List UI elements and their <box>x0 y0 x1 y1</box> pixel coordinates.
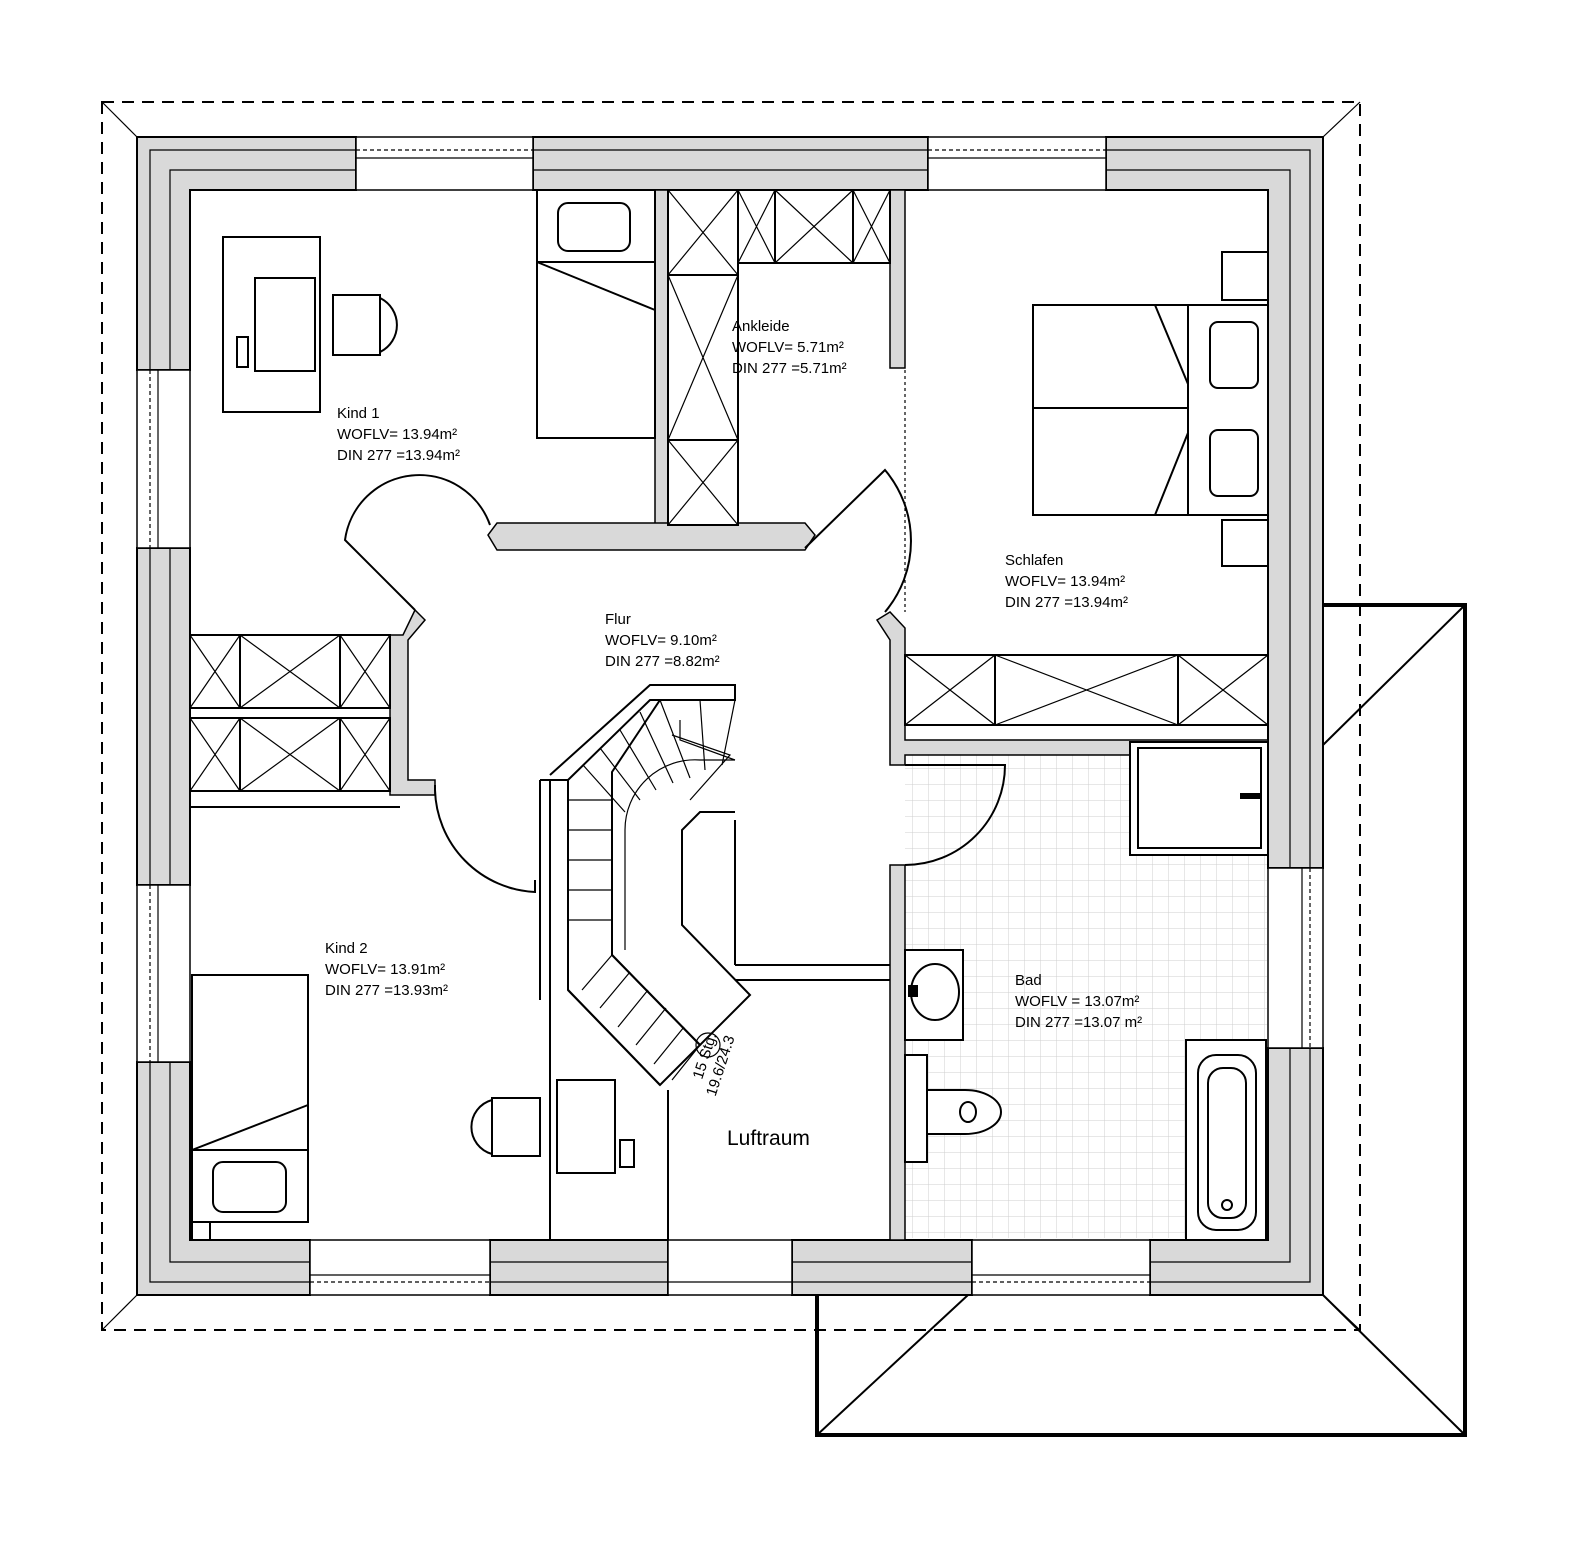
room-name: Schlafen <box>1005 552 1063 569</box>
room-wofl: WOFLV = 13.07m² <box>1015 993 1139 1010</box>
room-label-kind2: Kind 2 WOFLV= 13.91m² DIN 277 =13.93m² <box>325 940 448 999</box>
room-label-schlafen: Schlafen WOFLV= 13.94m² DIN 277 =13.94m² <box>1005 552 1128 611</box>
room-name: Bad <box>1015 972 1042 989</box>
room-label-kind1: Kind 1 WOFLV= 13.94m² DIN 277 =13.94m² <box>337 405 460 464</box>
annex-roof <box>815 603 1467 1437</box>
room-wofl: WOFLV= 13.91m² <box>325 961 445 978</box>
room-name: Flur <box>605 611 631 628</box>
staircase <box>539 684 752 1087</box>
room-wofl: WOFLV= 13.94m² <box>337 426 457 443</box>
room-label-ankleide: Ankleide WOFLV= 5.71m² DIN 277 =5.71m² <box>732 318 847 377</box>
furniture <box>191 189 1269 1241</box>
room-din: DIN 277 =8.82m² <box>605 653 720 670</box>
room-din: DIN 277 =13.94m² <box>1005 594 1128 611</box>
windows <box>136 136 1324 1296</box>
room-din: DIN 277 =13.94m² <box>337 447 460 464</box>
room-name: Kind 2 <box>325 940 368 957</box>
room-label-flur: Flur WOFLV= 9.10m² DIN 277 =8.82m² <box>605 611 720 670</box>
room-wofl: WOFLV= 5.71m² <box>732 339 844 356</box>
room-din: DIN 277 =13.07 m² <box>1015 1014 1142 1031</box>
room-name: Ankleide <box>732 318 790 335</box>
wardrobes <box>189 189 1269 792</box>
luftraum-label: Luftraum <box>727 1127 810 1150</box>
room-din: DIN 277 =13.93m² <box>325 982 448 999</box>
doors <box>343 370 1007 894</box>
room-wofl: WOFLV= 9.10m² <box>605 632 717 649</box>
room-label-bad: Bad WOFLV = 13.07m² DIN 277 =13.07 m² <box>1015 972 1142 1031</box>
room-din: DIN 277 =5.71m² <box>732 360 847 377</box>
room-name: Kind 1 <box>337 405 380 422</box>
room-wofl: WOFLV= 13.94m² <box>1005 573 1125 590</box>
